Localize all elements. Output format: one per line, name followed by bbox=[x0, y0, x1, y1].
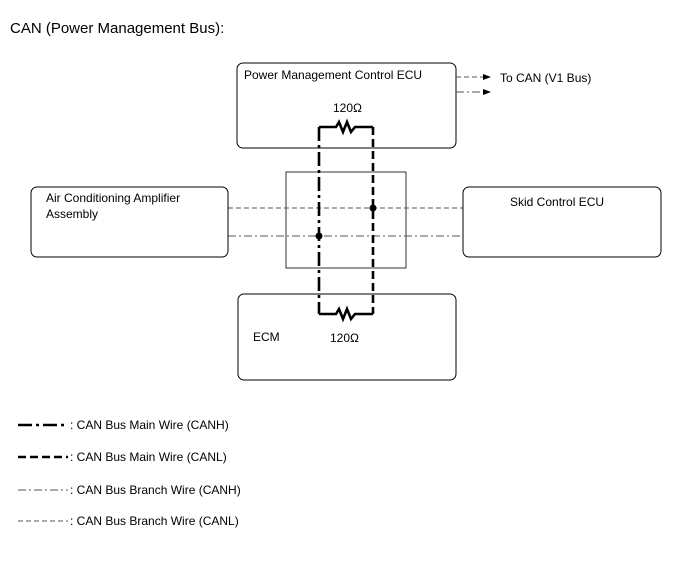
air-conditioning-amplifier-label: Air Conditioning Amplifier bbox=[46, 191, 180, 205]
external-link-label: To CAN (V1 Bus) bbox=[500, 71, 591, 85]
bottom-resistor-label: 120Ω bbox=[330, 331, 359, 345]
legend-label-main-canl: : CAN Bus Main Wire (CANL) bbox=[70, 450, 227, 464]
legend-label-main-canh: : CAN Bus Main Wire (CANH) bbox=[70, 418, 229, 432]
air-conditioning-amplifier-label-2: Assembly bbox=[46, 207, 98, 221]
skid-control-ecu-label: Skid Control ECU bbox=[510, 195, 604, 209]
ecm-box bbox=[237, 293, 457, 381]
top-resistor bbox=[319, 118, 373, 136]
legend: : CAN Bus Main Wire (CANH) : CAN Bus Mai… bbox=[18, 418, 241, 528]
junction-connector bbox=[285, 171, 407, 269]
junction-dot-canh bbox=[315, 232, 323, 240]
power-management-ecu-label: Power Management Control ECU bbox=[244, 68, 422, 82]
diagram-title: CAN (Power Management Bus): bbox=[10, 20, 224, 37]
air-conditioning-amplifier-box bbox=[30, 186, 229, 258]
ecm-label: ECM bbox=[253, 330, 280, 344]
skid-control-ecu-box bbox=[462, 186, 662, 258]
top-resistor-label: 120Ω bbox=[333, 101, 362, 115]
external-link-arrows bbox=[456, 74, 491, 95]
legend-label-branch-canl: : CAN Bus Branch Wire (CANL) bbox=[70, 514, 239, 528]
bottom-resistor bbox=[319, 305, 373, 323]
power-management-ecu-box bbox=[236, 62, 457, 149]
legend-label-branch-canh: : CAN Bus Branch Wire (CANH) bbox=[70, 483, 241, 497]
junction-dot-canl bbox=[369, 204, 377, 212]
